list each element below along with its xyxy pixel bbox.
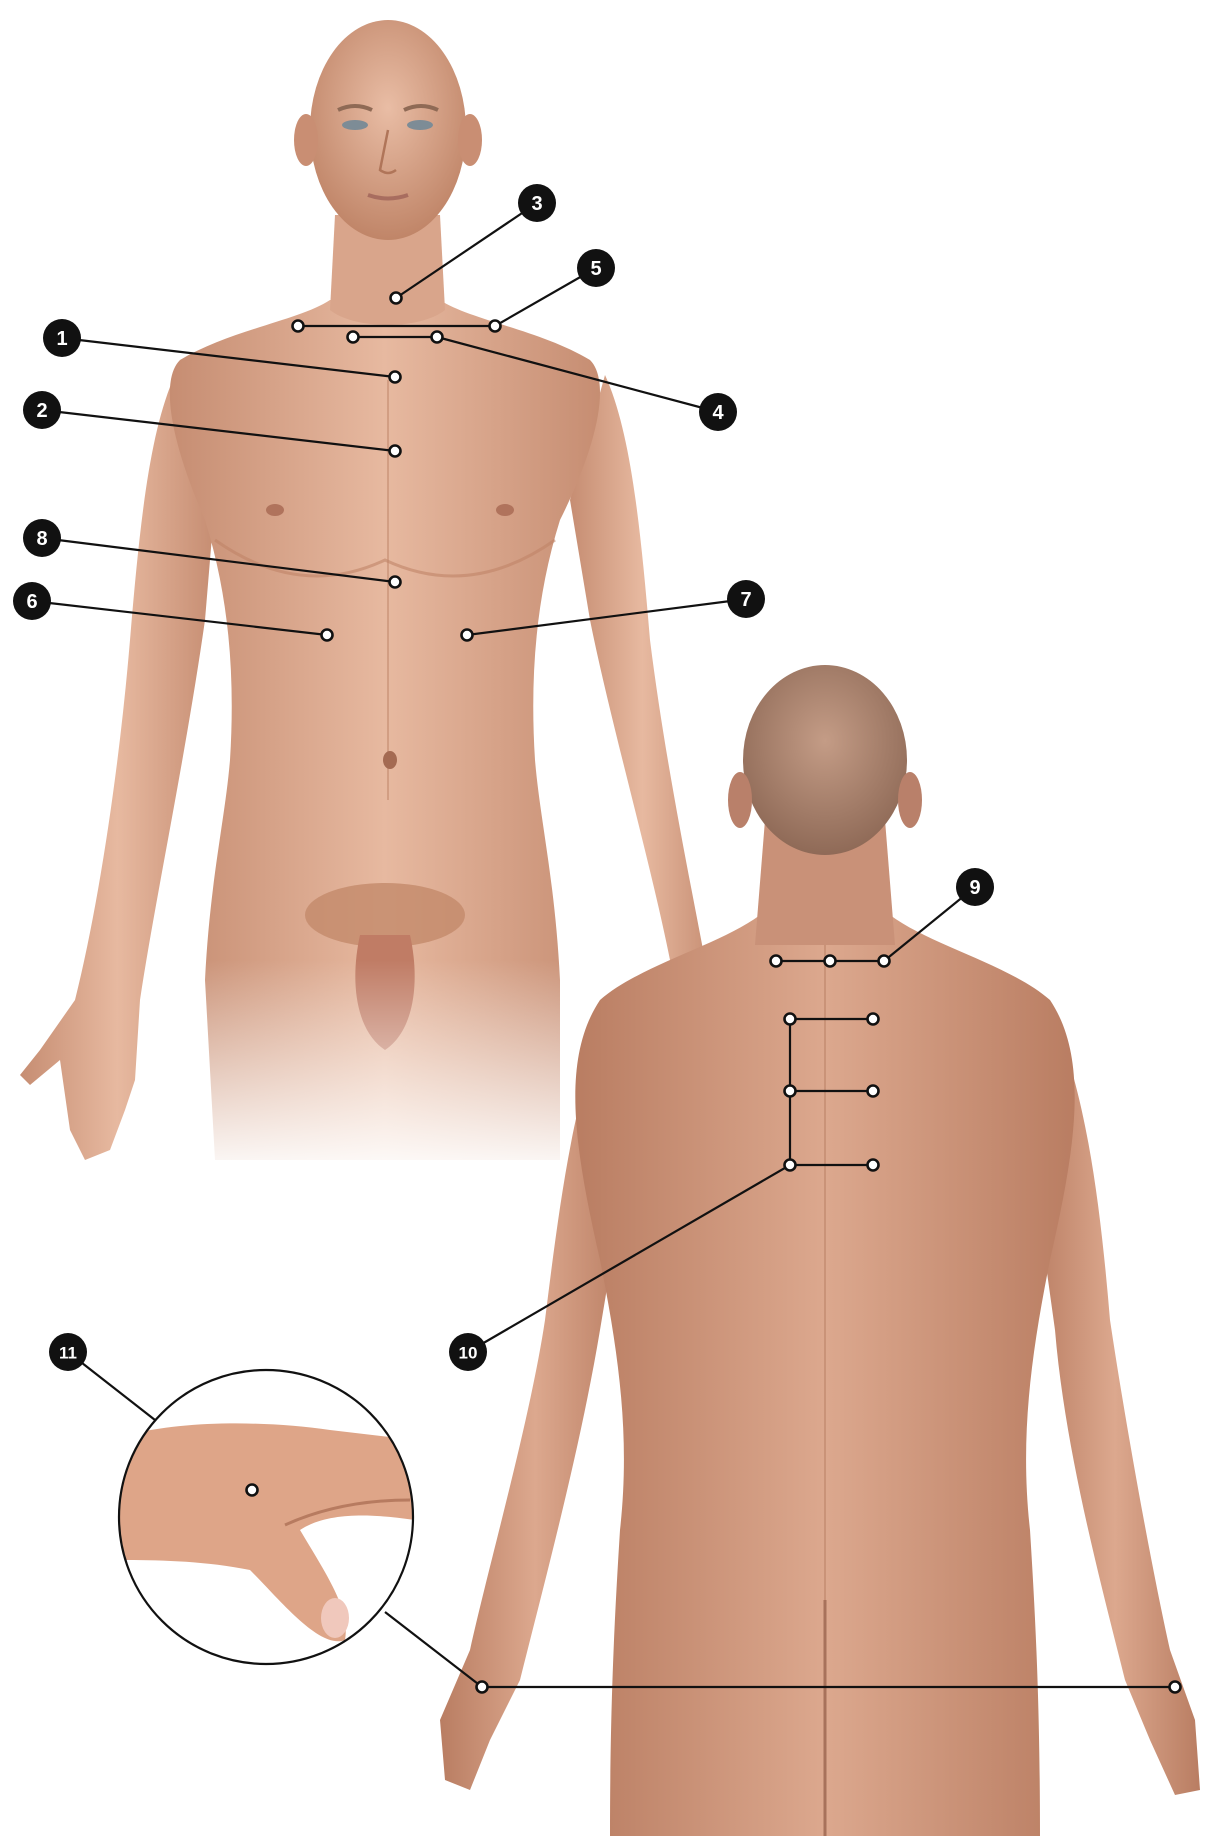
point-10c: [785, 1086, 796, 1097]
point-4a: [348, 332, 359, 343]
back-left-ear: [728, 772, 752, 828]
callout-5-number: 5: [590, 258, 601, 280]
point-11-left-wrist: [477, 1682, 488, 1693]
callout-8-number: 8: [36, 528, 47, 550]
front-right-arm: [570, 375, 715, 1010]
front-right-ear: [458, 114, 482, 166]
front-navel: [383, 751, 397, 769]
point-10b: [868, 1014, 879, 1025]
callout-7-number: 7: [740, 589, 751, 611]
point-1: [390, 372, 401, 383]
point-2: [390, 446, 401, 457]
point-10d: [868, 1086, 879, 1097]
point-11-right-wrist: [1170, 1682, 1181, 1693]
front-leg-fade: [150, 960, 630, 1180]
front-left-nipple: [266, 504, 284, 516]
callout-10: 10: [449, 1333, 487, 1371]
front-left-ear: [294, 114, 318, 166]
back-figure: [440, 665, 1200, 1836]
point-11-inset: [247, 1485, 258, 1496]
callout-5: 5: [577, 249, 615, 287]
back-head: [743, 665, 907, 855]
hand-inset: [110, 1370, 415, 1664]
callout-9: 9: [956, 868, 994, 906]
callout-2: 2: [23, 391, 61, 429]
point-10e: [785, 1160, 796, 1171]
point-8: [390, 577, 401, 588]
callout-10-number: 10: [459, 1344, 478, 1363]
callout-2-number: 2: [36, 400, 47, 422]
front-right-eye: [407, 120, 433, 130]
point-6: [322, 630, 333, 641]
callout-1-number: 1: [56, 328, 67, 350]
callout-1: 1: [43, 319, 81, 357]
hand-inset-thumbnail: [321, 1598, 349, 1638]
back-right-ear: [898, 772, 922, 828]
point-4b: [432, 332, 443, 343]
front-left-eye: [342, 120, 368, 130]
callout-9-number: 9: [969, 877, 980, 899]
point-9b: [825, 956, 836, 967]
callout-11: 11: [49, 1333, 87, 1371]
point-3: [391, 293, 402, 304]
point-5a: [293, 321, 304, 332]
point-7: [462, 630, 473, 641]
callout-6: 6: [13, 582, 51, 620]
leader-11-wrist-connector: [385, 1612, 482, 1687]
callout-6-number: 6: [26, 591, 37, 613]
point-10a: [785, 1014, 796, 1025]
callout-8: 8: [23, 519, 61, 557]
callout-4: 4: [699, 393, 737, 431]
callout-11-number: 11: [59, 1344, 77, 1363]
front-right-nipple: [496, 504, 514, 516]
point-10f: [868, 1160, 879, 1171]
point-5b: [490, 321, 501, 332]
callout-7: 7: [727, 580, 765, 618]
callout-4-number: 4: [712, 402, 724, 424]
callout-3: 3: [518, 184, 556, 222]
callout-3-number: 3: [531, 193, 542, 215]
point-9a: [771, 956, 782, 967]
point-9c: [879, 956, 890, 967]
